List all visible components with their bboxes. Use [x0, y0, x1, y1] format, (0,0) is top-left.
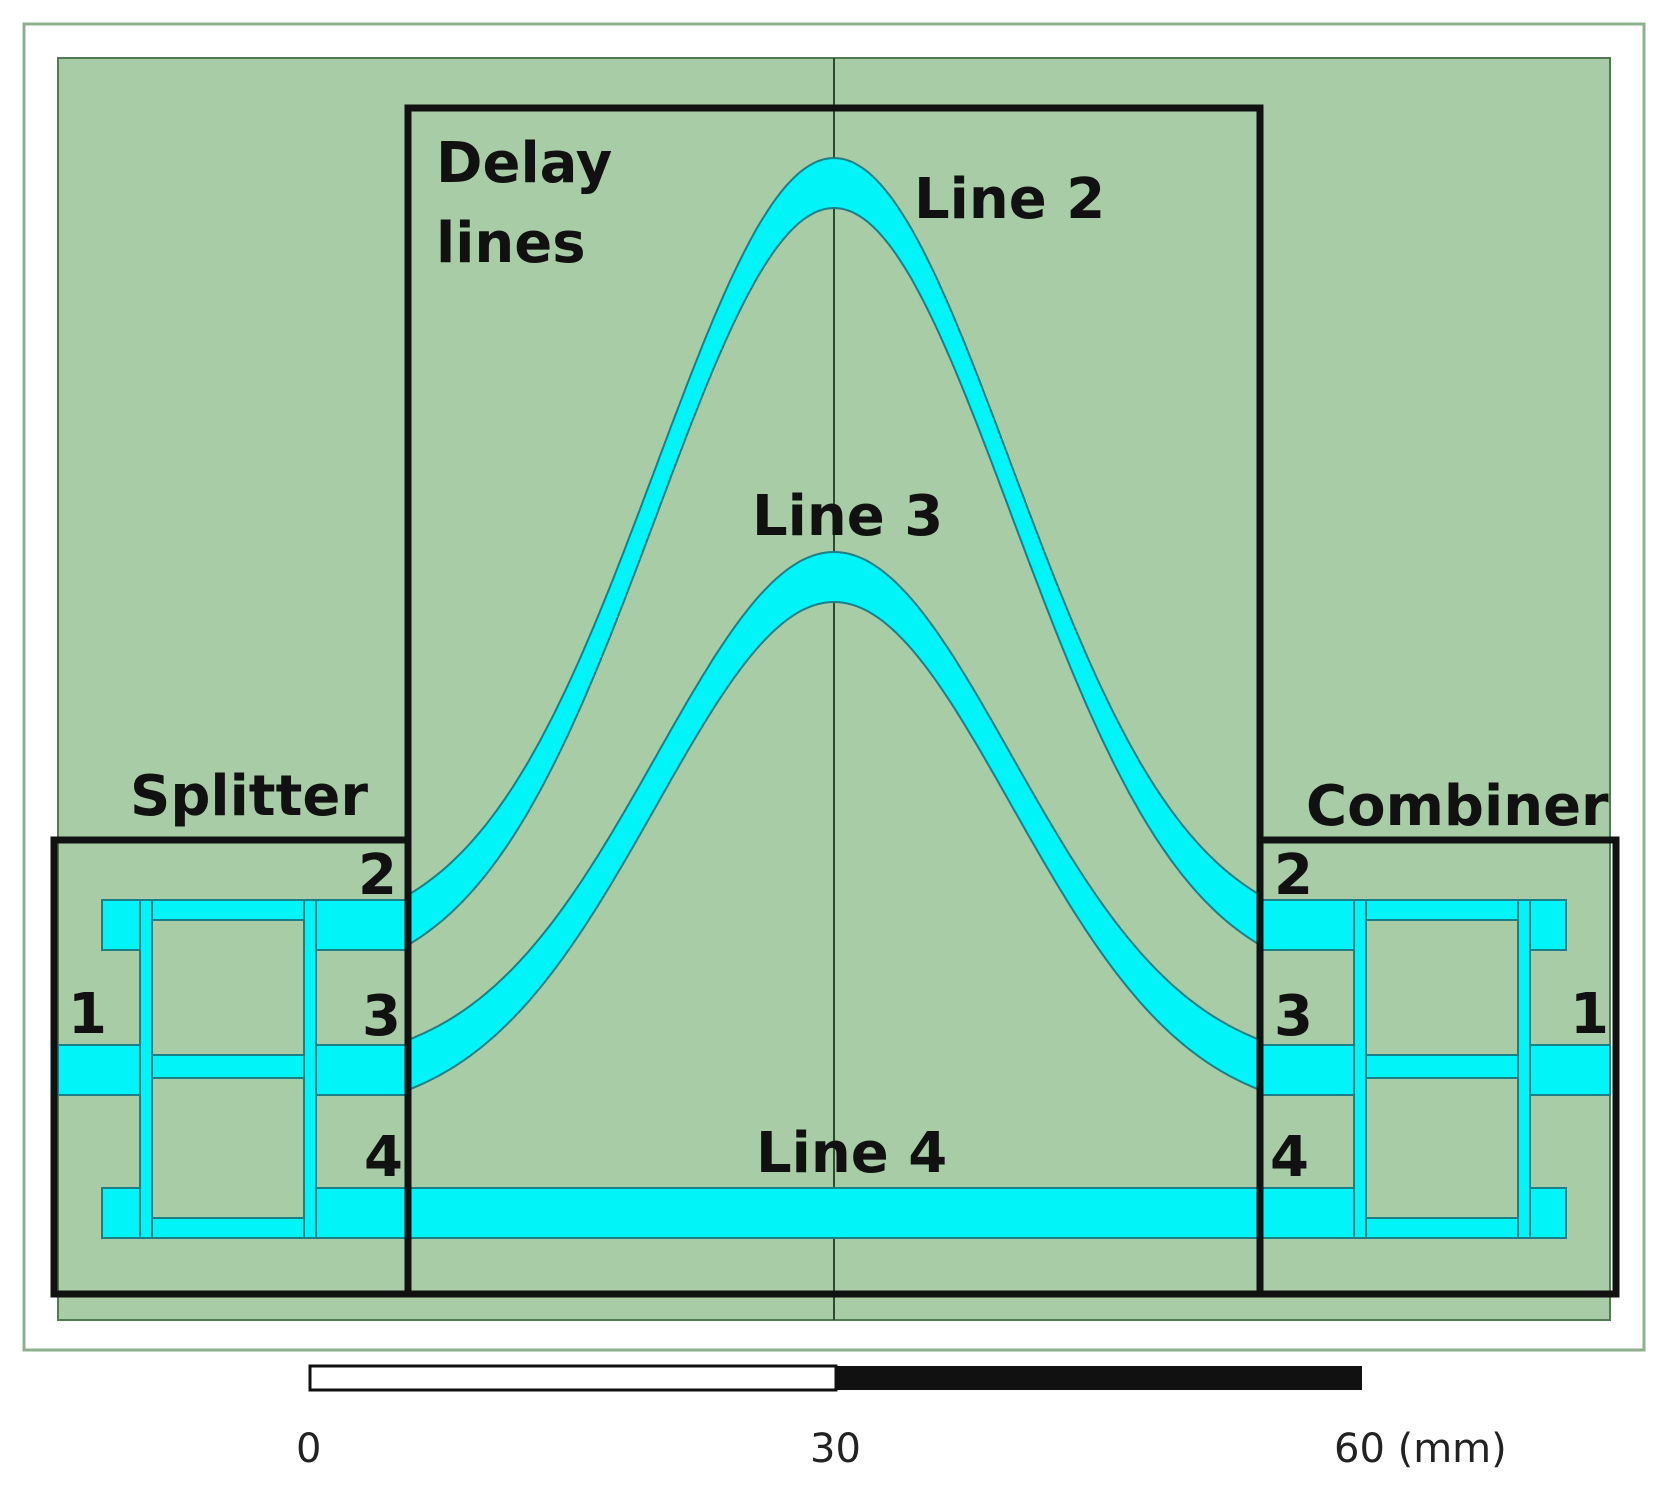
delay-lines-label-2: lines [436, 211, 586, 276]
scale-bar-dark-segment [836, 1366, 1362, 1390]
combiner-right-vertical [1517, 899, 1531, 1239]
splitter-port-1: 1 [68, 982, 107, 1047]
splitter-right-vertical [303, 899, 317, 1239]
combiner-label: Combiner [1306, 774, 1609, 839]
delay-lines-label-1: Delay [436, 131, 612, 196]
delay-line-4-trace [407, 1187, 1261, 1239]
combiner-port-2: 2 [1274, 843, 1313, 908]
combiner-port-1: 1 [1570, 982, 1609, 1047]
scale-tick-30: 30 [810, 1426, 861, 1472]
splitter-port-3: 3 [362, 984, 401, 1049]
scale-tick-60: 60 (mm) [1334, 1426, 1507, 1472]
splitter-port-4: 4 [364, 1125, 403, 1190]
splitter-cutout-bottom [151, 1077, 305, 1219]
line-3-label: Line 3 [752, 484, 943, 549]
combiner-port-3: 3 [1274, 984, 1313, 1049]
splitter-port-2: 2 [358, 843, 397, 908]
line-4-label: Line 4 [756, 1121, 947, 1186]
combiner-port-4: 4 [1270, 1125, 1309, 1190]
combiner-box [1256, 836, 1620, 1298]
line-2-label: Line 2 [914, 167, 1105, 232]
combiner-cutout-bottom [1365, 1077, 1519, 1219]
splitter-cutout-top [151, 919, 305, 1056]
splitter-label: Splitter [130, 764, 368, 829]
scale-bar-light-segment [308, 1364, 838, 1392]
splitter-left-vertical [139, 899, 153, 1239]
scale-tick-0: 0 [296, 1426, 321, 1472]
combiner-left-vertical [1353, 899, 1367, 1239]
combiner-cutout-top [1365, 919, 1519, 1056]
delay-lines-box [404, 104, 1264, 1298]
